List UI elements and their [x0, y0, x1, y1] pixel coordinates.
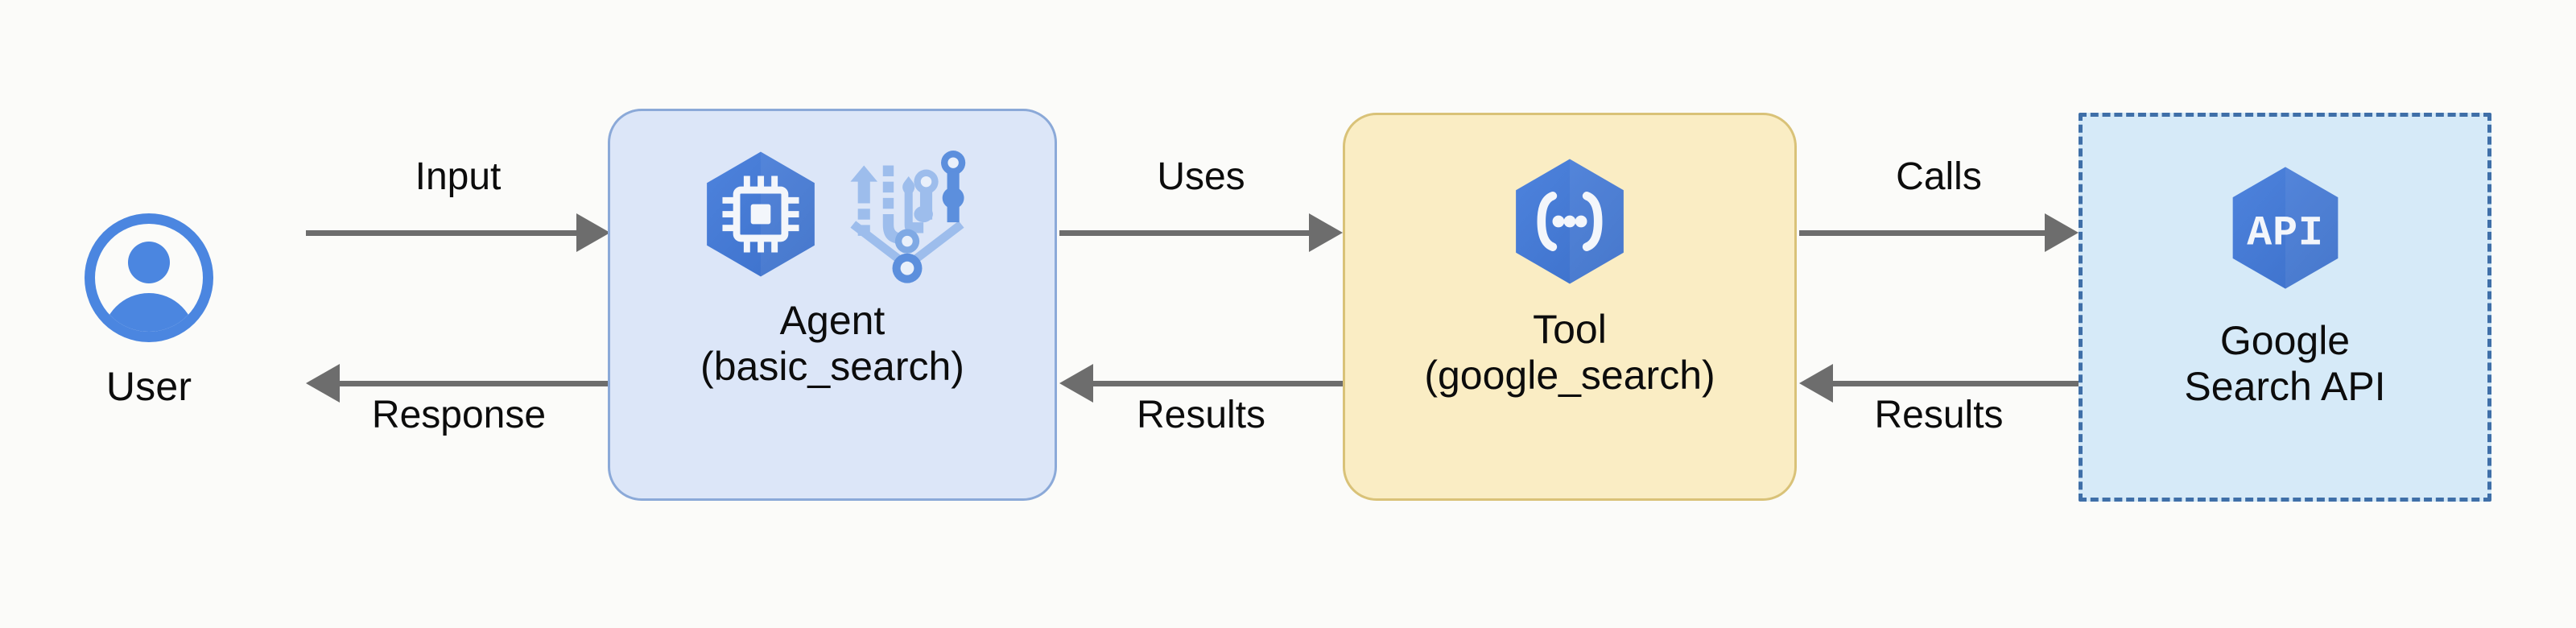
tool-icon-group: [1499, 149, 1641, 294]
edge-uses-label: Uses: [1157, 155, 1245, 198]
edge-results-api: [1799, 364, 2079, 403]
edge-response: [306, 364, 610, 403]
node-google-search-api-label: Google Search API: [2184, 318, 2386, 409]
node-user[interactable]: User: [85, 213, 213, 471]
node-tool-label: Tool (google_search): [1424, 307, 1715, 398]
cpu-hexagon-icon: [690, 143, 832, 285]
edge-calls: [1799, 213, 2079, 252]
node-agent-label: Agent (basic_search): [700, 298, 964, 389]
edge-calls-label: Calls: [1896, 155, 1982, 198]
edge-input: [306, 213, 610, 252]
user-avatar-icon: [85, 213, 213, 342]
node-user-label: User: [105, 364, 192, 409]
edge-results-tool-label: Results: [1136, 394, 1266, 436]
agent-icon-group: [690, 142, 975, 287]
edge-input-label: Input: [415, 155, 502, 198]
api-hexagon-icon: API: [2216, 159, 2355, 297]
node-tool[interactable]: Tool (google_search): [1343, 113, 1797, 501]
api-icon-group: API: [2216, 155, 2355, 300]
edge-results-tool: [1059, 364, 1343, 403]
node-google-search-api[interactable]: API Google Search API: [2079, 113, 2491, 502]
agent-orchestration-icon: [840, 143, 975, 285]
code-braces-hexagon-icon: [1499, 151, 1641, 292]
edge-results-api-label: Results: [1874, 394, 2004, 436]
api-hexagon-icon-text: API: [2247, 211, 2323, 258]
edge-response-label: Response: [371, 394, 547, 436]
edge-uses: [1059, 213, 1343, 252]
node-agent[interactable]: Agent (basic_search): [608, 109, 1057, 501]
